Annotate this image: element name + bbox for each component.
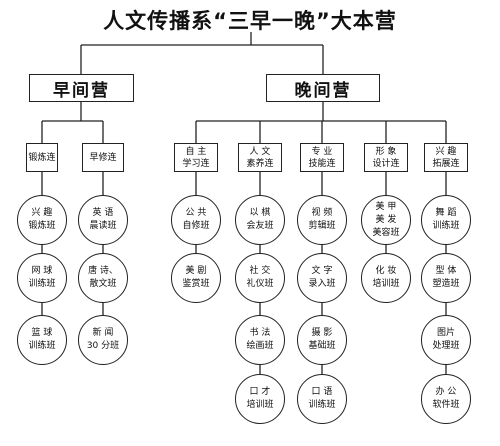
class-circle: 篮 球 训练班 [17, 315, 67, 365]
class-name: 英 语 晨读班 [89, 208, 117, 231]
class-name: 新 闻 30 分班 [86, 328, 120, 351]
class-circle: 口 语 训练班 [297, 374, 347, 424]
class-circle: 唐 诗、 散文班 [78, 253, 128, 303]
class-name: 网 球 训练班 [28, 266, 56, 289]
class-name: 口 才 培训班 [246, 387, 274, 410]
class-name: 化 妆 培训班 [372, 266, 400, 289]
evening-group-label: 兴 趣 拓展连 [432, 146, 460, 169]
class-name: 以 棋 会友班 [246, 208, 274, 231]
evening-camp-box: 晚间营 [266, 74, 380, 102]
evening-group-label: 人 文 素养连 [246, 146, 274, 169]
evening-group-box: 形 象 设计连 [364, 143, 408, 172]
class-circle: 舞 蹈 训练班 [421, 195, 471, 245]
evening-group-label: 专 业 技能连 [308, 146, 336, 169]
evening-camp-label: 晚间营 [294, 80, 352, 101]
class-name: 公 共 自修班 [182, 208, 210, 231]
class-circle: 社 交 礼仪班 [235, 253, 285, 303]
morning-group-box: 早修连 [82, 143, 124, 172]
class-name: 口 语 训练班 [308, 387, 336, 410]
morning-group-label: 早修连 [89, 152, 117, 163]
page-title: 人文传播系“三早一晚”大本营 [103, 9, 397, 33]
evening-group-label: 形 象 设计连 [372, 146, 400, 169]
class-name: 美 甲 美 发 美容班 [372, 201, 400, 238]
class-circle: 办 公 软件班 [421, 374, 471, 424]
class-circle: 以 棋 会友班 [235, 195, 285, 245]
morning-group-label: 锻炼连 [28, 152, 56, 163]
class-circle: 网 球 训练班 [17, 253, 67, 303]
class-circle: 书 法 绘画班 [235, 315, 285, 365]
class-circle: 美 甲 美 发 美容班 [361, 195, 411, 245]
class-name: 图片 处理班 [432, 328, 460, 351]
class-name: 文 字 录入班 [308, 266, 336, 289]
class-circle: 摄 影 基础班 [297, 315, 347, 365]
morning-camp-box: 早间营 [29, 74, 134, 102]
class-name: 摄 影 基础班 [308, 328, 336, 351]
class-circle: 英 语 晨读班 [78, 195, 128, 245]
class-name: 唐 诗、 散文班 [88, 266, 118, 289]
class-name: 美 剧 鉴赏班 [182, 266, 210, 289]
morning-group-box: 锻炼连 [26, 143, 58, 172]
class-circle: 兴 趣 锻炼班 [17, 195, 67, 245]
class-name: 书 法 绘画班 [246, 328, 274, 351]
class-circle: 化 妆 培训班 [361, 253, 411, 303]
class-name: 社 交 礼仪班 [246, 266, 274, 289]
class-name: 兴 趣 锻炼班 [28, 208, 56, 231]
evening-group-box: 自 主 学习连 [174, 143, 218, 172]
class-name: 办 公 软件班 [432, 387, 460, 410]
class-circle: 视 频 剪辑班 [297, 195, 347, 245]
class-circle: 型 体 塑造班 [421, 253, 471, 303]
evening-group-label: 自 主 学习连 [182, 146, 210, 169]
class-name: 型 体 塑造班 [432, 266, 460, 289]
class-circle: 美 剧 鉴赏班 [171, 253, 221, 303]
class-name: 视 频 剪辑班 [308, 208, 336, 231]
class-name: 篮 球 训练班 [28, 328, 56, 351]
morning-camp-label: 早间营 [53, 80, 110, 101]
class-circle: 新 闻 30 分班 [78, 315, 128, 365]
class-circle: 口 才 培训班 [235, 374, 285, 424]
evening-group-box: 专 业 技能连 [300, 143, 344, 172]
class-circle: 文 字 录入班 [297, 253, 347, 303]
class-name: 舞 蹈 训练班 [432, 208, 460, 231]
class-circle: 公 共 自修班 [171, 195, 221, 245]
evening-group-box: 兴 趣 拓展连 [424, 143, 468, 172]
evening-group-box: 人 文 素养连 [238, 143, 282, 172]
class-circle: 图片 处理班 [421, 315, 471, 365]
